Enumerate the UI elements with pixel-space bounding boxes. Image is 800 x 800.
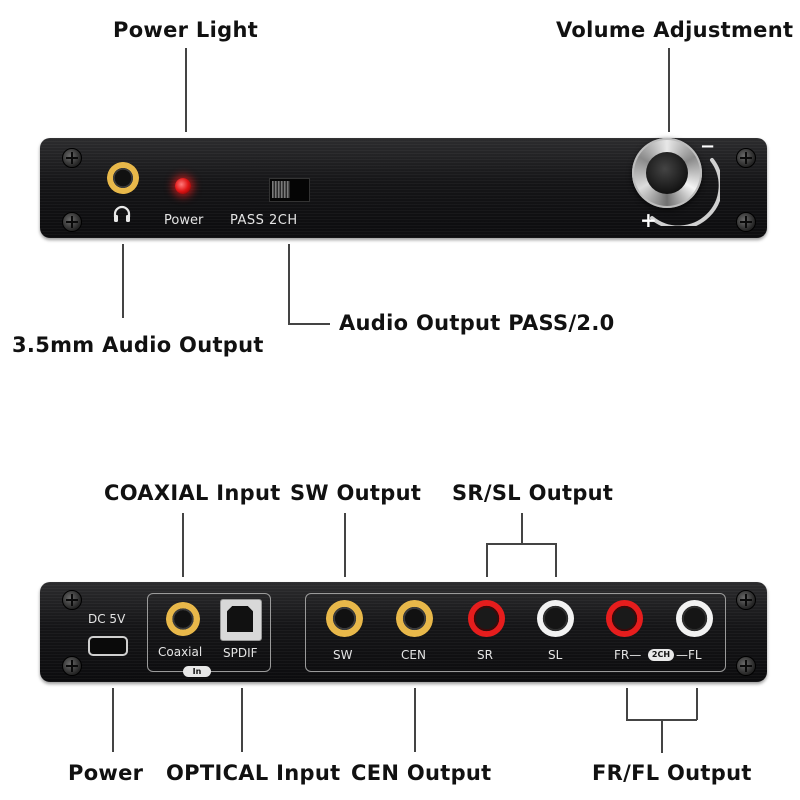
dc-label: DC 5V xyxy=(88,612,126,626)
front-callout-35mm-audio: 3.5mm Audio Output xyxy=(12,333,264,357)
leader-line-sw xyxy=(344,513,346,577)
output-group-box xyxy=(305,593,726,672)
screw-icon xyxy=(736,212,756,232)
leader-line-srsl-bracket xyxy=(486,543,556,545)
leader-line-coaxial xyxy=(182,513,184,577)
leader-line-fr xyxy=(626,688,628,720)
volume-minus: − xyxy=(700,136,716,157)
leader-line-sl xyxy=(555,543,557,577)
leader-line-frfl-down xyxy=(661,719,663,753)
front-callout-volume-adjustment: Volume Adjustment xyxy=(556,18,794,42)
pass-2ch-switch[interactable] xyxy=(269,178,310,202)
rear-callout-frfl: FR/FL Output xyxy=(592,761,752,785)
screw-icon xyxy=(736,656,756,676)
leader-line-fl xyxy=(696,688,698,720)
front-panel: Power PASS 2CH + − xyxy=(40,136,767,238)
volume-arc xyxy=(640,146,723,230)
rear-callout-cen: CEN Output xyxy=(351,761,492,785)
leader-line-power-light xyxy=(185,48,187,132)
2ch-badge: 2CH xyxy=(648,649,674,661)
sl-label: SL xyxy=(548,648,563,662)
leader-line-power xyxy=(112,688,114,752)
coaxial-jack[interactable] xyxy=(166,602,200,636)
leader-line-pass-v xyxy=(288,244,290,324)
cen-jack[interactable] xyxy=(396,600,433,637)
screw-icon xyxy=(62,148,82,168)
sl-jack[interactable] xyxy=(537,600,574,637)
screw-icon xyxy=(736,590,756,610)
usb-power-port[interactable] xyxy=(88,636,128,656)
fl-label: —FL xyxy=(676,648,702,662)
front-callout-power-light: Power Light xyxy=(113,18,259,42)
leader-line-pass-h xyxy=(288,323,330,325)
volume-knob[interactable] xyxy=(632,138,702,208)
volume-plus: + xyxy=(640,208,657,232)
leader-line-srsl-top xyxy=(521,513,523,543)
screw-icon xyxy=(62,590,82,610)
sw-jack[interactable] xyxy=(326,600,363,637)
rear-callout-sw: SW Output xyxy=(290,481,422,505)
switch-label: PASS 2CH xyxy=(230,213,298,228)
spdif-label: SPDIF xyxy=(223,646,258,660)
coaxial-label: Coaxial xyxy=(158,645,203,659)
sr-jack[interactable] xyxy=(468,600,505,637)
sr-label: SR xyxy=(477,648,493,662)
leader-line-cen xyxy=(414,688,416,752)
screw-icon xyxy=(62,212,82,232)
leader-line-audio-35 xyxy=(122,244,124,318)
rear-callout-optical: OPTICAL Input xyxy=(166,761,341,785)
power-label: Power xyxy=(164,213,204,228)
power-led xyxy=(175,178,191,194)
rear-callout-srsl: SR/SL Output xyxy=(452,481,614,505)
cen-label: CEN xyxy=(401,648,426,662)
front-callout-pass: Audio Output PASS/2.0 xyxy=(339,311,615,335)
headphone-icon xyxy=(112,204,132,224)
rear-panel: DC 5V Coaxial In SPDIF SW CEN SR SL FR— … xyxy=(40,582,767,682)
headphone-jack[interactable] xyxy=(107,162,139,194)
sw-label: SW xyxy=(333,648,353,662)
switch-slider xyxy=(272,181,290,198)
rear-callout-power: Power xyxy=(68,761,144,785)
leader-line-optical xyxy=(241,688,243,752)
in-badge: In xyxy=(183,666,211,677)
screw-icon xyxy=(736,148,756,168)
fl-jack[interactable] xyxy=(676,600,713,637)
fr-jack[interactable] xyxy=(606,600,643,637)
fr-label: FR— xyxy=(614,648,642,662)
spdif-optical-port[interactable] xyxy=(220,599,262,641)
leader-line-sr xyxy=(486,543,488,577)
rear-callout-coaxial: COAXIAL Input xyxy=(104,481,281,505)
screw-icon xyxy=(62,656,82,676)
leader-line-volume xyxy=(668,48,670,132)
